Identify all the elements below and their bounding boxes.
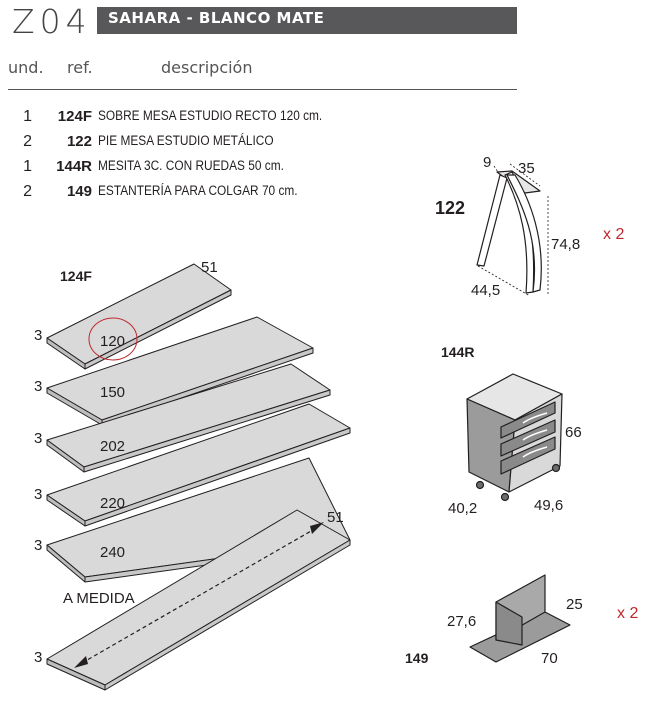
tops-depth-label: 51 [201,259,218,276]
custom-depth-label: 51 [327,509,344,526]
title-bar [97,7,517,34]
leg-height-label: 74,8 [551,236,581,253]
column-header-ref: ref. [67,58,93,77]
drawer-width-label: 40,2 [448,500,478,517]
drawer-height-label: 66 [565,424,582,441]
leg-depth-label: 44,5 [471,282,501,299]
item-qty: 1 [23,158,32,175]
item-qty: 2 [23,183,32,200]
drawer-144r-drawing [466,373,563,502]
board-120-drawing [46,263,232,370]
leg-122-dimension-lines [477,163,549,297]
shelf-depth-label: 25 [566,596,583,613]
item-ref: 144R [56,158,92,175]
leg-dim-b-label: 35 [518,160,535,177]
item-desc: PIE MESA ESTUDIO METÁLICO [98,133,274,148]
highlight-circle [88,317,138,361]
custom-length-label: A MEDIDA [63,590,135,607]
shelf-multiplier: x 2 [617,605,639,622]
custom-board-drawing [46,509,351,691]
board-thickness-label: 3 [34,378,43,395]
item-qty: 2 [23,133,32,150]
shelf-149-drawing [469,574,571,663]
board-length-label: 202 [100,438,126,455]
board-thickness-label: 3 [34,486,43,503]
board-thickness-label: 3 [34,327,43,344]
board-thickness-label: 3 [34,537,43,554]
board-length-label: 240 [100,544,126,561]
item-ref: 149 [66,183,92,200]
board-thickness-label: 3 [34,430,43,447]
item-desc: MESITA 3C. CON RUEDAS 50 cm. [98,158,284,173]
leg-122-drawing [476,170,542,294]
drawer-depth-label: 49,6 [534,497,564,514]
column-header-qty: und. [8,58,44,77]
board-length-label: 150 [100,384,126,401]
item-desc: SOBRE MESA ESTUDIO RECTO 120 cm. [98,108,323,123]
shelf-height-label: 27,6 [447,613,477,630]
header-divider [8,89,517,90]
item-qty: 1 [23,108,32,125]
board-150-drawing [46,316,314,426]
shelf-ref-label: 149 [405,650,429,666]
item-ref: 122 [66,133,92,150]
board-thickness-label: 3 [34,649,43,666]
tops-ref-label: 124F [60,268,92,284]
item-ref: 124F [57,108,92,125]
model-title: SAHARA - BLANCO MATE [108,9,325,27]
custom-length-arrow [74,522,324,668]
column-header-desc: descripción [161,58,253,77]
item-desc: ESTANTERÍA PARA COLGAR 70 cm. [98,183,298,198]
leg-dim-a-label: 9 [483,154,492,171]
board-length-label: 220 [100,495,126,512]
drawer-ref-label: 144R [441,344,475,360]
board-220-drawing [46,403,351,527]
shelf-width-label: 70 [541,650,558,667]
leg-multiplier: x 2 [603,226,625,243]
board-length-label: 120 [100,333,126,350]
model-code: Z04 [12,2,92,41]
leg-ref-label: 122 [435,198,466,218]
board-202-drawing [46,363,331,473]
